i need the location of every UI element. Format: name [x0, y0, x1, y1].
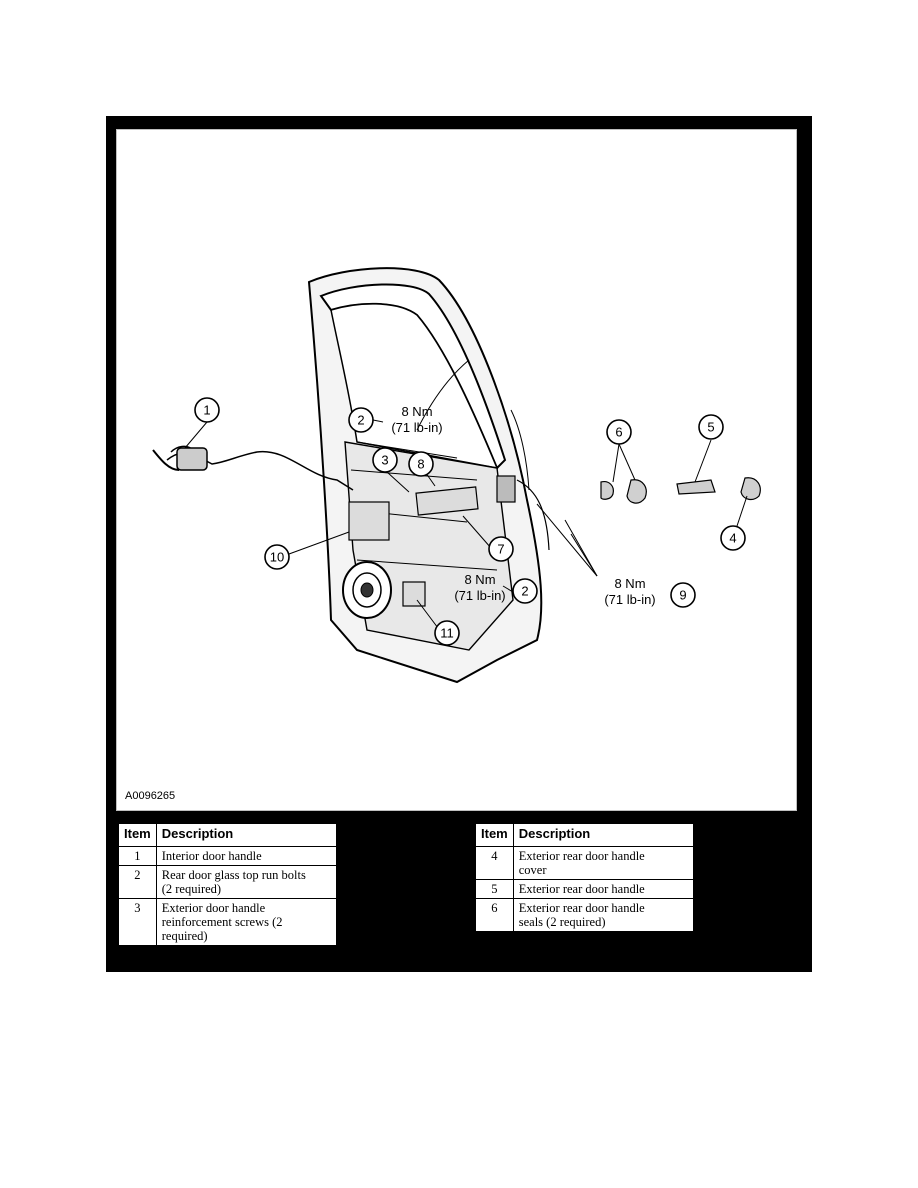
parts-table-right: Item Description 4 Exterior rear door ha… [475, 823, 695, 932]
item-number: 6 [475, 898, 514, 932]
column-header-description: Description [155, 823, 338, 847]
callout-5: 5 [698, 414, 724, 440]
callout-4: 4 [720, 525, 746, 551]
svg-text:2: 2 [521, 584, 528, 599]
item-description: Interior door handle [155, 846, 338, 866]
door-diagram: 1 2 3 8 6 5 10 7 2 9 4 11 8 Nm (71 lb-in… [116, 129, 797, 811]
torque-label-mid: 8 Nm (71 lb-in) [454, 572, 505, 603]
item-number: 5 [475, 879, 514, 899]
svg-text:8 Nm: 8 Nm [614, 576, 645, 591]
callout-8: 8 [408, 451, 434, 477]
leader-lines [184, 419, 748, 633]
door-panel [307, 267, 550, 684]
svg-text:8: 8 [417, 457, 424, 472]
column-header-description: Description [512, 823, 695, 847]
svg-text:4: 4 [729, 531, 736, 546]
handle-mechanism [348, 475, 516, 607]
svg-text:1: 1 [203, 403, 210, 418]
table-header-row: Item Description [118, 823, 338, 847]
item-number: 1 [118, 846, 157, 866]
svg-text:6: 6 [615, 425, 622, 440]
svg-text:10: 10 [270, 550, 284, 565]
svg-text:9: 9 [679, 588, 686, 603]
continued-note-left: (Continued) [120, 954, 169, 965]
item-number: 3 [118, 898, 157, 946]
callout-1: 1 [194, 397, 220, 423]
column-header-item: Item [118, 823, 157, 847]
svg-text:5: 5 [707, 420, 714, 435]
callout-6: 6 [606, 419, 632, 445]
callout-11: 11 [434, 620, 460, 646]
svg-text:(71 lb-in): (71 lb-in) [604, 592, 655, 607]
svg-text:(71 lb-in): (71 lb-in) [454, 588, 505, 603]
svg-text:7: 7 [497, 542, 504, 557]
torque-label-top: 8 Nm (71 lb-in) [391, 404, 442, 435]
callout-7: 7 [488, 536, 514, 562]
speaker-opening [342, 561, 392, 619]
exterior-handle-parts [600, 477, 761, 504]
continued-note-right: (Continued) [475, 938, 524, 949]
callout-10: 10 [264, 544, 290, 570]
callout-2-top: 2 [348, 407, 374, 433]
svg-text:2: 2 [357, 413, 364, 428]
table-row: 2 Rear door glass top run bolts(2 requir… [118, 865, 338, 899]
door-illustration: 1 2 3 8 6 5 10 7 2 9 4 11 8 Nm (71 lb-in… [152, 267, 761, 684]
item-number: 4 [475, 846, 514, 880]
svg-text:3: 3 [381, 453, 388, 468]
callout-2-mid: 2 [512, 578, 538, 604]
table-row: 5 Exterior rear door handle [475, 879, 695, 899]
figure-id-label: A0096265 [125, 790, 176, 802]
svg-text:(71 lb-in): (71 lb-in) [391, 420, 442, 435]
callout-3: 3 [372, 447, 398, 473]
figure-frame: 1 2 3 8 6 5 10 7 2 9 4 11 8 Nm (71 lb-in… [106, 116, 812, 972]
torque-label-right: 8 Nm (71 lb-in) [604, 576, 655, 607]
parts-table-left: Item Description 1 Interior door handle … [118, 823, 338, 946]
interior-handle-part [152, 445, 354, 491]
item-number: 2 [118, 865, 157, 899]
svg-text:8 Nm: 8 Nm [464, 572, 495, 587]
svg-text:8 Nm: 8 Nm [401, 404, 432, 419]
column-header-item: Item [475, 823, 514, 847]
item-description: Exterior rear door handle [512, 879, 695, 899]
callout-9: 9 [670, 582, 696, 608]
svg-text:11: 11 [440, 626, 454, 641]
table-row: 1 Interior door handle [118, 846, 338, 866]
table-header-row: Item Description [475, 823, 695, 847]
item-description: Rear door glass top run bolts(2 required… [155, 865, 338, 899]
